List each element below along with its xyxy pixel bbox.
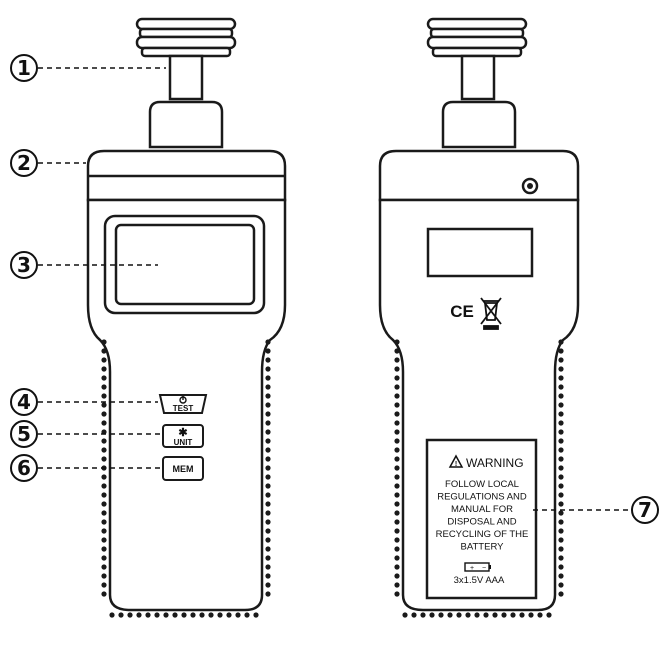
back-shaft bbox=[460, 54, 496, 101]
callout-circle bbox=[10, 388, 38, 416]
callout-3: 3 bbox=[10, 251, 158, 279]
callout-circle bbox=[10, 54, 38, 82]
memory-button[interactable]: MEM bbox=[162, 456, 204, 481]
battery-warning-label: ! WARNING FOLLOW LOCAL REGULATIONS ANDMAN… bbox=[436, 454, 529, 586]
mem-button-label: MEM bbox=[173, 464, 194, 474]
callout-circle bbox=[10, 251, 38, 279]
back-sensor-window bbox=[426, 227, 534, 278]
svg-text:+: + bbox=[470, 565, 474, 572]
warning-line: DISPOSAL AND bbox=[447, 517, 516, 528]
callout-number: 3 bbox=[17, 253, 31, 277]
weee-bin-icon bbox=[480, 297, 502, 330]
callout-circle bbox=[10, 454, 38, 482]
callout-4: 4 bbox=[10, 388, 158, 416]
front-rubber-tip bbox=[135, 17, 237, 58]
power-test-button[interactable]: TEST bbox=[158, 394, 208, 414]
light-icon: ✱ bbox=[178, 427, 187, 439]
back-grip-dots bbox=[394, 339, 564, 618]
battery-spec: 3x1.5V AAA bbox=[454, 575, 505, 586]
warning-line: BATTERY bbox=[461, 542, 505, 553]
light-unit-button[interactable]: ✱ UNIT bbox=[162, 424, 204, 448]
front-grip-dots bbox=[101, 339, 271, 618]
callout-2: 2 bbox=[10, 149, 86, 177]
unit-button-label: UNIT bbox=[174, 438, 193, 447]
callout-circle bbox=[631, 496, 659, 524]
callout-number: 1 bbox=[17, 56, 31, 80]
ce-mark: CE bbox=[450, 302, 474, 321]
svg-text:!: ! bbox=[455, 461, 457, 468]
warning-line: RECYCLING OF THE bbox=[436, 529, 529, 540]
test-button-label: TEST bbox=[173, 404, 194, 413]
front-neck bbox=[148, 100, 224, 149]
front-shaft bbox=[168, 54, 204, 101]
warning-title: WARNING bbox=[466, 456, 524, 470]
callout-7: 7 bbox=[533, 496, 659, 524]
back-neck bbox=[441, 100, 517, 149]
callout-1: 1 bbox=[10, 54, 166, 82]
callouts: 1 2 3 4 5 6 7 bbox=[10, 54, 659, 524]
callout-circle bbox=[10, 149, 38, 177]
back-rubber-tip bbox=[426, 17, 528, 58]
svg-text:−: − bbox=[482, 565, 486, 572]
battery-icon: + − bbox=[464, 562, 491, 572]
back-collar bbox=[378, 149, 580, 202]
callout-6: 6 bbox=[10, 454, 160, 482]
callout-number: 4 bbox=[17, 390, 31, 414]
callout-number: 2 bbox=[17, 151, 31, 175]
warning-triangle-icon: ! bbox=[448, 454, 464, 468]
lcd-display bbox=[114, 223, 256, 306]
callout-5: 5 bbox=[10, 420, 160, 448]
back-view bbox=[378, 17, 580, 618]
warning-line: FOLLOW LOCAL bbox=[445, 479, 519, 490]
callout-number: 5 bbox=[17, 422, 31, 446]
callout-circle bbox=[10, 420, 38, 448]
warning-line: MANUAL FOR bbox=[451, 504, 513, 515]
callout-number: 7 bbox=[638, 498, 652, 522]
warning-line: REGULATIONS AND bbox=[437, 492, 527, 503]
callout-number: 6 bbox=[17, 456, 31, 480]
front-view bbox=[86, 17, 287, 618]
